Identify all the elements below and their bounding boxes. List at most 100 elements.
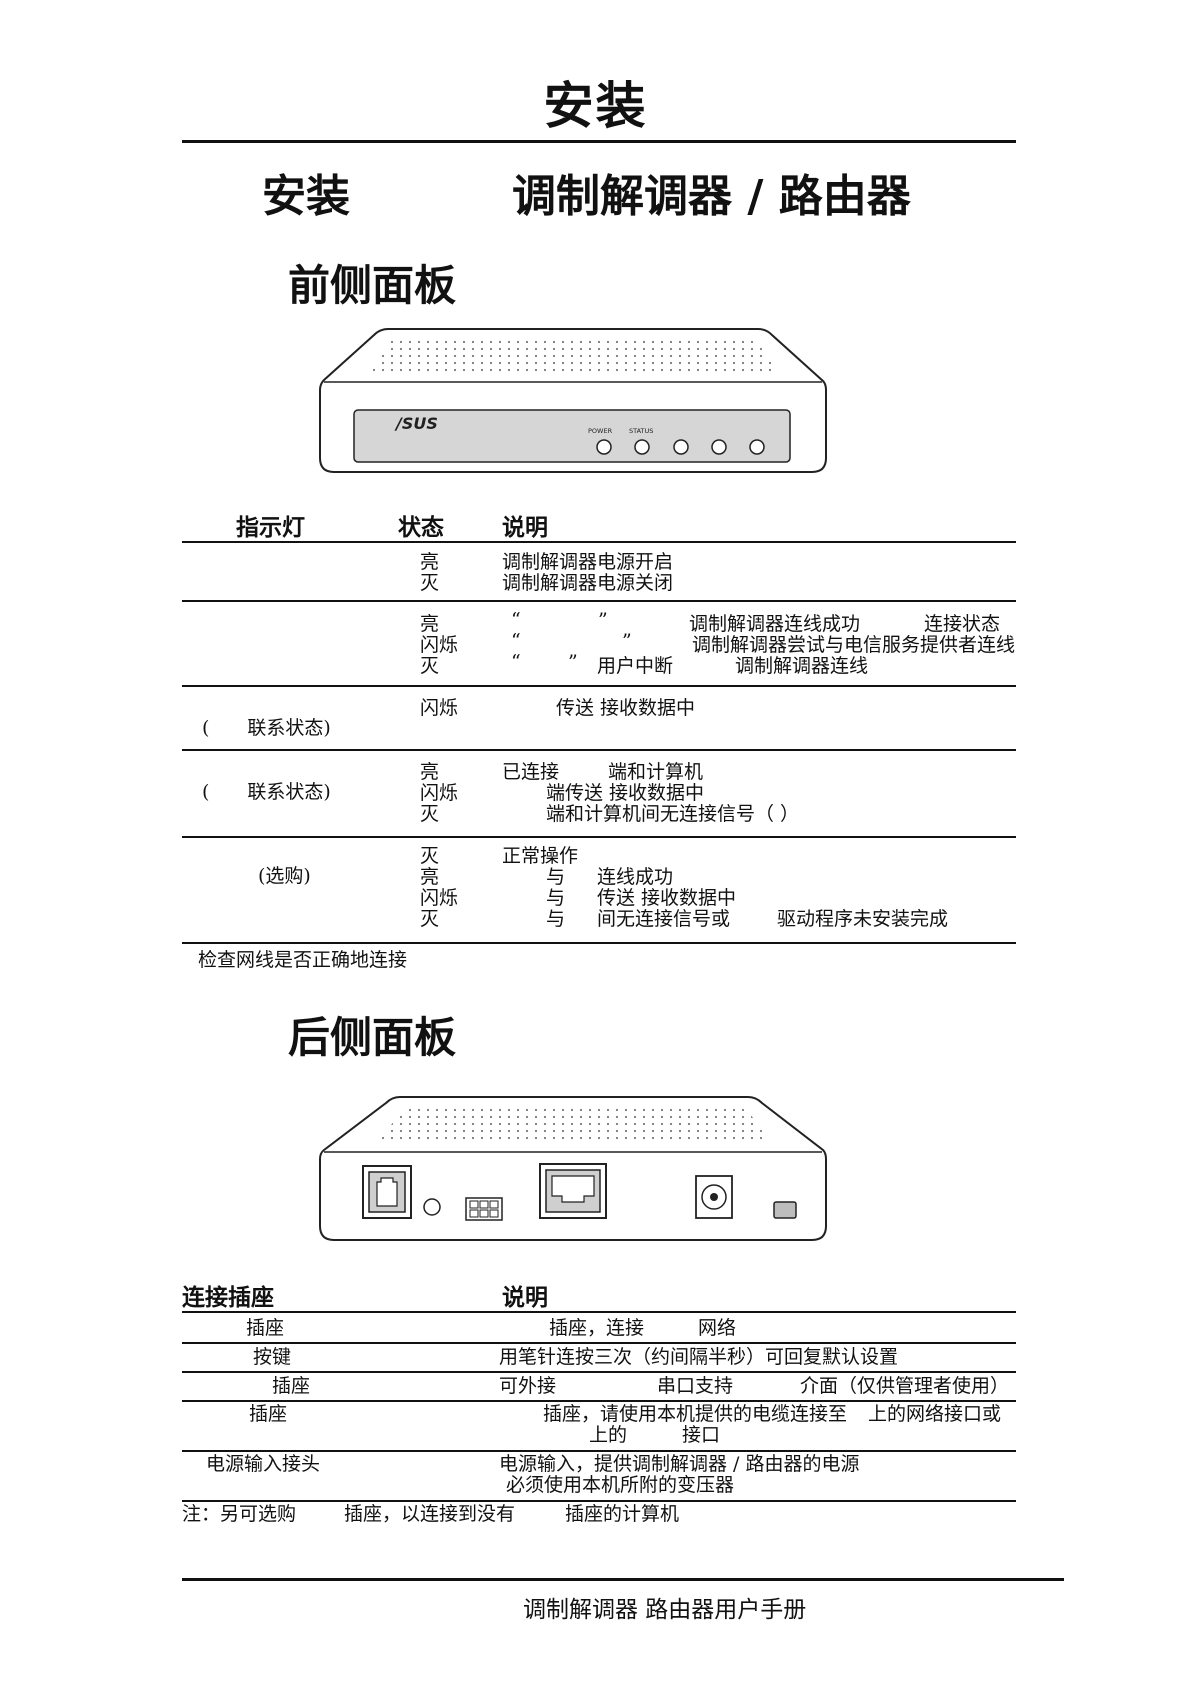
open-quote: “: [511, 609, 521, 631]
title-divider: [182, 140, 1016, 143]
indicator-cell: ( 联系状态): [202, 717, 331, 739]
led-power: [596, 439, 612, 455]
state-cell: 灭: [420, 803, 440, 825]
led-header-indicator: 指示灯: [236, 514, 305, 541]
state-cell: 闪烁: [420, 887, 459, 909]
desc-cell: 接口: [682, 1424, 721, 1446]
desc-cell: 网络: [698, 1317, 737, 1339]
desc-cell: 调制解调器电源开启: [502, 551, 674, 573]
desc-cell: 用户中断: [597, 655, 674, 677]
led-table-rule: [182, 836, 1016, 838]
desc-cell: 与: [546, 887, 566, 909]
status-label: STATUS: [629, 427, 653, 435]
desc-cell: 端传送 接收数据中: [546, 782, 705, 804]
device-heading: 调制解调器 / 路由器: [512, 171, 911, 222]
open-quote: “: [511, 630, 521, 652]
open-quote: “: [511, 651, 521, 673]
conn-table-rule: [182, 1400, 1016, 1402]
state-cell: 灭: [420, 908, 440, 930]
led-header-description: 说明: [502, 514, 548, 541]
conn-table-rule: [182, 1371, 1016, 1373]
state-cell: 闪烁: [420, 782, 459, 804]
state-cell: 亮: [420, 761, 440, 783]
led-table-rule: [182, 541, 1016, 543]
port-cell: 插座: [249, 1403, 288, 1425]
desc-cell: 与: [546, 866, 566, 888]
asus-logo: /SUS: [394, 414, 438, 433]
state-cell: 亮: [420, 613, 440, 635]
install-heading: 安装: [262, 171, 350, 222]
power-label: POWER: [588, 427, 613, 435]
desc-cell: 正常操作: [502, 845, 579, 867]
led-header-state: 状态: [398, 514, 444, 541]
desc-cell: 传送 接收数据中: [556, 697, 696, 719]
desc-cell: 调制解调器连线: [735, 655, 869, 677]
conn-table-rule: [182, 1342, 1016, 1344]
power-jack: [695, 1175, 733, 1219]
port-cell: 插座: [246, 1317, 285, 1339]
page-title: 安装: [543, 77, 648, 135]
conn-header-port: 连接插座: [182, 1284, 274, 1311]
desc-cell: 必须使用本机所附的变压器: [506, 1474, 735, 1496]
desc-cell: 上的网络接口或: [868, 1403, 1002, 1425]
power-switch: [773, 1201, 797, 1219]
close-quote: ”: [622, 630, 632, 652]
desc-cell: 调制解调器尝试与电信服务提供者连线: [692, 634, 1016, 656]
led-table-rule: [182, 685, 1016, 687]
ethernet-jack: [539, 1163, 607, 1219]
desc-cell: 间无连接信号或: [597, 908, 731, 930]
led-table-rule: [182, 942, 1016, 944]
desc-cell: 调制解调器连线成功: [689, 613, 861, 635]
led-4: [711, 439, 727, 455]
led-5: [749, 439, 765, 455]
desc-cell: 端和计算机间无连接信号（ ）: [546, 803, 800, 825]
desc-cell: 驱动程序未安装完成: [777, 908, 949, 930]
desc-cell: 插座，请使用本机提供的电缆连接至: [543, 1403, 848, 1425]
desc-cell: 已连接: [502, 761, 560, 783]
desc-cell: 连接状态: [924, 613, 1001, 635]
close-quote: ”: [598, 609, 608, 631]
footer-rule: [182, 1578, 1064, 1581]
conn-header-description: 说明: [502, 1284, 548, 1311]
conn-note: 插座，以连接到没有: [344, 1503, 516, 1525]
port-cell: 电源输入接头: [206, 1453, 321, 1475]
desc-cell: 用笔针连按三次（约间隔半秒）可回复默认设置: [499, 1346, 899, 1368]
desc-cell: 电源输入，提供调制解调器 / 路由器的电源: [499, 1453, 860, 1475]
led-3: [673, 439, 689, 455]
phone-jack: [362, 1165, 412, 1219]
rear-panel-heading: 后侧面板: [288, 1013, 457, 1062]
conn-table-rule: [182, 1500, 1016, 1502]
close-quote: ”: [568, 651, 578, 673]
state-cell: 闪烁: [420, 697, 459, 719]
led-table-rule: [182, 749, 1016, 751]
led-status: [634, 439, 650, 455]
console-port: [465, 1197, 503, 1221]
reset-button: [423, 1198, 441, 1216]
desc-cell: 可外接: [499, 1375, 557, 1397]
front-panel-heading: 前侧面板: [288, 261, 457, 310]
desc-cell: 调制解调器电源关闭: [502, 572, 674, 594]
rear-panel-illustration: [319, 1096, 827, 1241]
conn-table-rule: [182, 1450, 1016, 1452]
front-panel-illustration: /SUS POWER STATUS: [319, 328, 827, 473]
desc-cell: 介面（仅供管理者使用）: [800, 1375, 1010, 1397]
desc-cell: 与: [546, 908, 566, 930]
indicator-cell: ( 联系状态): [202, 781, 331, 803]
conn-note: 插座的计算机: [565, 1503, 680, 1525]
desc-cell: 上的: [589, 1424, 628, 1446]
desc-cell: 传送 接收数据中: [597, 887, 737, 909]
desc-cell: 串口支持: [657, 1375, 734, 1397]
state-cell: 灭: [420, 655, 440, 677]
led-note: 检查网线是否正确地连接: [198, 949, 408, 971]
state-cell: 亮: [420, 866, 440, 888]
state-cell: 灭: [420, 572, 440, 594]
desc-cell: 端和计算机: [608, 761, 704, 783]
state-cell: 灭: [420, 845, 440, 867]
desc-cell: 连线成功: [597, 866, 674, 888]
desc-cell: 插座，连接: [549, 1317, 645, 1339]
state-cell: 闪烁: [420, 634, 459, 656]
port-cell: 按键: [253, 1346, 292, 1368]
state-cell: 亮: [420, 551, 440, 573]
conn-table-rule: [182, 1311, 1016, 1313]
port-cell: 插座: [272, 1375, 311, 1397]
